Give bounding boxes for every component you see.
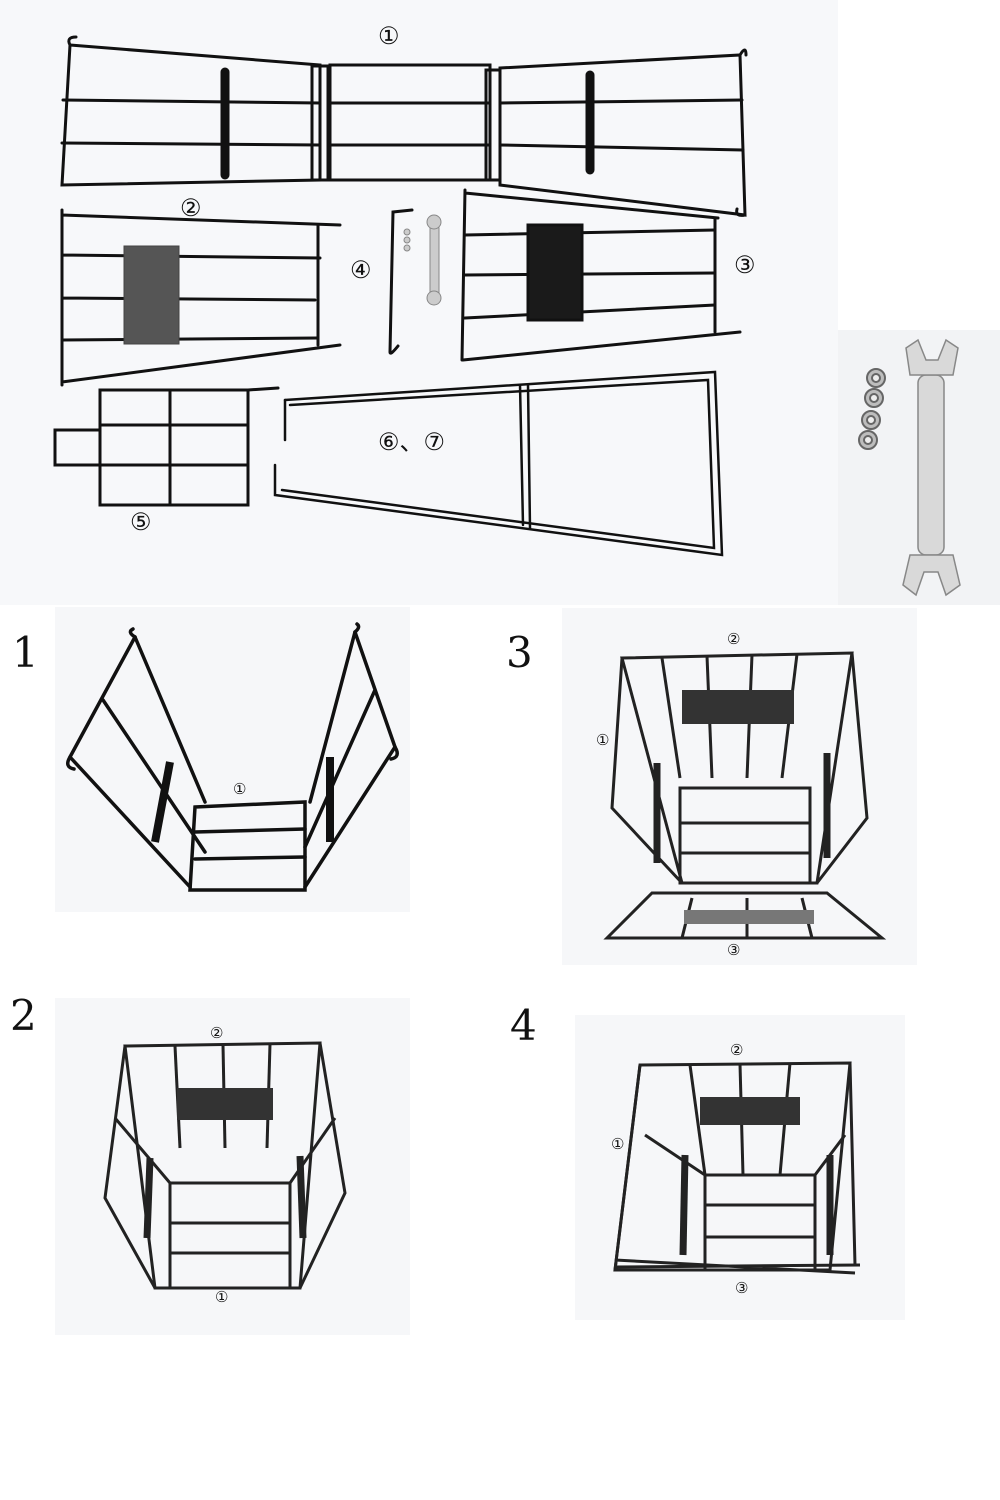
step-3-number: 3 (506, 628, 533, 677)
step-4-image: ② ① ③ (575, 1015, 905, 1320)
label-part-5: ⑤ (130, 508, 152, 536)
step-1-image: ① (55, 607, 410, 912)
step-3-label-1: ① (596, 731, 610, 749)
part-6-7-frames (273, 370, 724, 557)
part-5-bottom-grid (53, 386, 280, 507)
part-2-side-panel (60, 208, 342, 387)
step-1-label-1: ① (233, 780, 247, 798)
step-3-label-3: ③ (727, 941, 741, 959)
step-4-number: 4 (510, 1001, 537, 1050)
label-part-3: ③ (734, 251, 756, 279)
label-part-4: ④ (350, 256, 372, 284)
parts-drawing (53, 35, 748, 557)
step-2-label-1: ① (215, 1288, 229, 1306)
wrench-and-nuts-icon (858, 338, 961, 597)
wrench-closeup (838, 330, 1000, 605)
step-2-image: ② ① (55, 998, 410, 1335)
step-4-label-2: ② (730, 1041, 744, 1059)
step-2-label-2: ② (210, 1024, 224, 1042)
step-3-image: ② ① ③ (562, 608, 917, 965)
part-1-front-panel (60, 35, 748, 217)
part-3-side-panel (460, 188, 742, 362)
label-part-6-7: ⑥、⑦ (378, 428, 446, 456)
small-wrench-icon (403, 214, 442, 306)
parts-panel: ① ② ③ ④ ⑤ ⑥、⑦ (0, 0, 838, 605)
step-3-label-2: ② (727, 630, 741, 648)
part-4-rod (388, 208, 414, 355)
step-2-number: 2 (10, 991, 37, 1040)
step-1-number: 1 (12, 628, 39, 677)
label-part-1: ① (378, 22, 400, 50)
label-part-2: ② (180, 194, 202, 222)
step-4-label-3: ③ (735, 1279, 749, 1297)
step-4-label-1: ① (611, 1135, 625, 1153)
